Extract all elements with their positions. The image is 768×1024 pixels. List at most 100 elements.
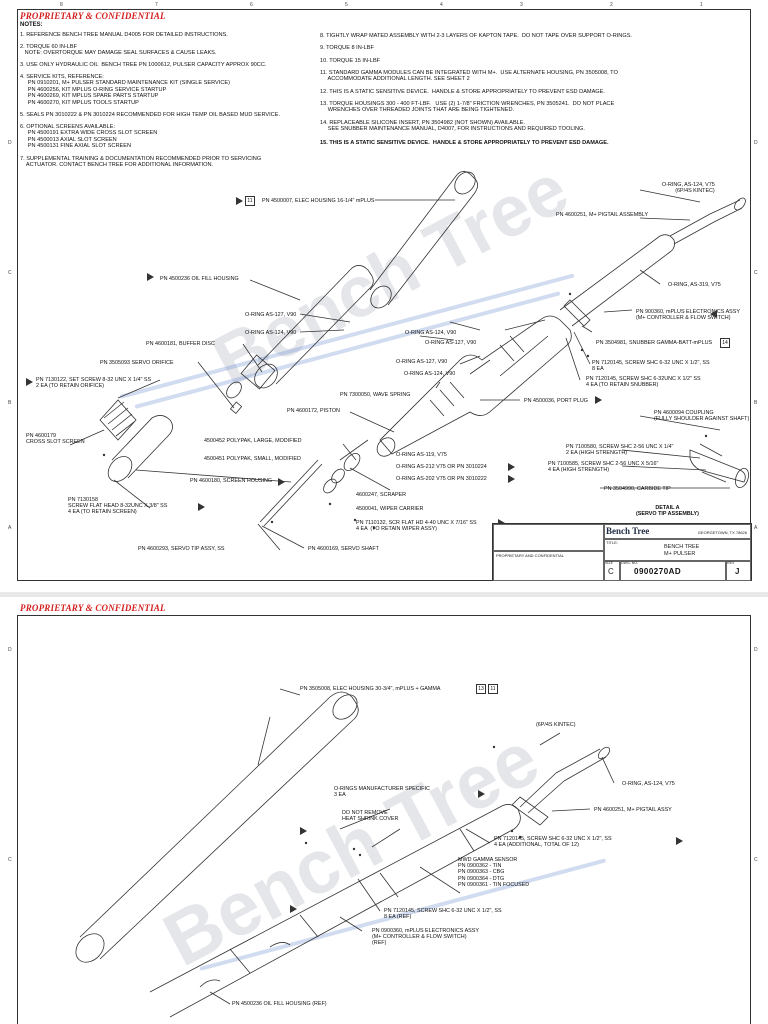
note-flag xyxy=(198,503,205,511)
label-oring-124-v90-b: O-RING AS-124, V90 xyxy=(405,330,457,336)
exploded-assembly-drawing xyxy=(69,171,749,551)
size-value: C xyxy=(608,567,614,576)
note-flag xyxy=(236,197,243,205)
note-ref-box: 11 xyxy=(245,196,255,206)
zone-marker: D xyxy=(754,647,758,653)
label-servo-orifice: PN 3505093 SERVO ORIFICE xyxy=(100,360,174,366)
proprietary-banner: PROPRIETARY & CONFIDENTIAL xyxy=(20,603,166,613)
label-oring-212: O-RING AS-212 V75 OR PN 3010224 xyxy=(396,464,487,470)
note-8: 8. TIGHTLY WRAP MATED ASSEMBLY WITH 2-3 … xyxy=(320,33,632,39)
zone-marker: C xyxy=(8,270,12,276)
note-flag xyxy=(26,378,33,386)
label-snubber: PN 3504981, SNUBBER GAMMA-BATT-mPLUS xyxy=(596,340,713,346)
label-screw-shc-4ea: PN 7120145, SCREW SHC 6-32UNC X 1/2" SS … xyxy=(586,376,701,389)
zone-marker: B xyxy=(754,400,758,406)
sheet-border xyxy=(17,9,751,581)
zone-marker: A xyxy=(754,525,758,531)
zone-marker: D xyxy=(8,647,12,653)
label-oring-127-v90-b: O-RING AS-127, V90 xyxy=(425,340,477,346)
note-flag xyxy=(676,837,683,845)
location-text: GEORGETOWN, TX 78626 xyxy=(697,530,747,535)
bench-tree-logo: Bench Tree xyxy=(606,526,650,536)
zone-marker: D xyxy=(754,140,758,146)
note-15: 15. THIS IS A STATIC SENSITIVE DEVICE. H… xyxy=(320,140,609,146)
notes-title: NOTES: xyxy=(20,22,43,28)
rev-cell: REV J xyxy=(725,560,751,581)
title-block-brand-cell: Bench Tree GEORGETOWN, TX 78626 xyxy=(603,524,751,540)
note-2: 2. TORQUE 60 IN-LBF NOTE: OVERTORQUE MAY… xyxy=(20,44,217,57)
label-oil-fill-ref: PN 4500236 OIL FILL HOUSING (REF) xyxy=(232,1001,327,1007)
note-flag xyxy=(508,463,515,471)
proprietary-label: PROPRIETARY AND CONFIDENTIAL xyxy=(496,553,565,558)
zone-marker: C xyxy=(754,270,758,276)
proprietary-banner: PROPRIETARY & CONFIDENTIAL xyxy=(20,11,166,21)
label-oring-124-v75: O-RING, AS-124, V75 (6P/4S KINTEC) xyxy=(662,182,715,195)
label-detail-a: DETAIL A (SERVO TIP ASSEMBLY) xyxy=(636,505,699,518)
label-carbide-tip: PN 3504990, CARBIDE TIP xyxy=(604,486,671,492)
label-oring-202: O-RING AS-202 V75 OR PN 3010222 xyxy=(396,476,487,482)
label-screw-2-56-b: PN 7100585, SCREW SHC 2-56 UNC X 5/16" 4… xyxy=(548,461,659,474)
label-oil-fill-housing: PN 4500236 OIL FILL HOUSING xyxy=(160,276,239,282)
label-oring-127-v90-c: O-RING AS-127, V90 xyxy=(396,359,448,365)
note-flag xyxy=(595,396,602,404)
size-label: SIZE xyxy=(605,561,613,565)
drawing-sheet-2: PROPRIETARY & CONFIDENTIAL Bench Tree xyxy=(0,597,768,1024)
title-block-title-cell: TITLE: BENCH TREE M+ PULSER xyxy=(603,538,751,562)
label-oring-124-v75: O-RING, AS-124, V75 xyxy=(622,781,675,787)
zone-marker: 7 xyxy=(155,2,158,8)
label-port-plug: PN 4500036, PORT PLUG xyxy=(524,398,588,404)
label-elec-housing-gamma: PN 3505008, ELEC HOUSING 30-3/4", mPLUS … xyxy=(300,686,441,692)
zone-marker: 1 xyxy=(700,2,703,8)
sheet-border xyxy=(17,615,751,1024)
note-9: 9. TORQUE 8 IN-LBF xyxy=(320,45,374,51)
note-flag xyxy=(278,478,285,486)
zone-marker: 2 xyxy=(610,2,613,8)
label-elec-housing: PN 4500007, ELEC HOUSING 16-1/4" mPLUS xyxy=(262,198,375,204)
label-oring-124-v90-c: O-RING AS-124, V90 xyxy=(404,371,456,377)
label-heat-shrink: DO NOT REMOVE HEAT SHRINK COVER xyxy=(342,810,399,823)
zone-marker: C xyxy=(754,857,758,863)
label-coupling: PN 4600094 COUPLING (FULLY SHOULDER AGAI… xyxy=(654,410,750,423)
note-4: 4. SERVICE KITS, REFERENCE: PN 0910201, … xyxy=(20,74,230,106)
label-pigtail-assy: PN 4600251, M+ PIGTAIL ASSY xyxy=(594,807,672,813)
note-flag xyxy=(300,827,307,835)
note-flag xyxy=(478,790,485,798)
note-flag xyxy=(710,310,717,318)
zone-marker: D xyxy=(8,140,12,146)
dwg-no-cell: DWG. NO. 0900270AD xyxy=(619,560,727,581)
label-screen-housing: PN 4600180, SCREEN HOUSING xyxy=(190,478,273,484)
zone-marker: 3 xyxy=(520,2,523,8)
title-line-1: BENCH TREE xyxy=(664,544,700,550)
title-label: TITLE: xyxy=(606,540,619,545)
title-block: PROPRIETARY AND CONFIDENTIAL Bench Tree … xyxy=(492,523,752,581)
note-13: 13. TORQUE HOUSINGS 300 - 400 FT-LBF. US… xyxy=(320,101,615,114)
label-kintec: (6P/4S KINTEC) xyxy=(536,722,576,728)
zone-marker: C xyxy=(8,857,12,863)
note-ref-box: 14 xyxy=(720,338,730,348)
note-ref-box: 13 xyxy=(476,684,486,694)
note-flag xyxy=(508,475,515,483)
drawing-number: 0900270AD xyxy=(634,567,682,576)
note-5: 5. SEALS PN 3010222 & PN 3010224 RECOMME… xyxy=(20,112,280,118)
label-servo-tip: PN 4600293, SERVO TIP ASSY, SS xyxy=(138,546,225,552)
label-pigtail-assembly: PN 4600251, M+ PIGTAIL ASSEMBLY xyxy=(556,212,649,218)
note-6: 6. OPTIONAL SCREENS AVAILABLE: PN 450019… xyxy=(20,124,158,150)
zone-marker: 5 xyxy=(345,2,348,8)
gamma-assembly-drawing xyxy=(75,688,615,1018)
note-3: 3. USE ONLY HYDRAULIC OIL BENCH TREE PN … xyxy=(20,62,267,68)
note-1: 1. REFERENCE BENCH TREE MANUAL D4005 FOR… xyxy=(20,32,228,38)
label-buffer-disc: PN 4600181, BUFFER DISC xyxy=(146,341,215,347)
label-piston: PN 4600172, PISTON xyxy=(287,408,340,414)
label-screw-shc-additional: PN 7120145, SCREW SHC 6-32 UNC X 1/2", S… xyxy=(494,836,612,849)
drawing-sheet-1: PROPRIETARY & CONFIDENTIAL NOTES: 1. REF… xyxy=(0,0,768,592)
note-10: 10. TORQUE 15 IN-LBF xyxy=(320,58,381,64)
title-block-cell xyxy=(493,524,605,552)
zone-marker: 8 xyxy=(60,2,63,8)
title-block-cell: PROPRIETARY AND CONFIDENTIAL xyxy=(493,550,605,581)
note-flag xyxy=(147,273,154,281)
note-14: 14. REPLACEABLE SILICONE INSERT, PN 3504… xyxy=(320,120,585,133)
label-servo-shaft: PN 4600169, SERVO SHAFT xyxy=(308,546,379,552)
label-polypak-large: 4500452 POLYPAK, LARGE, MODIFIED xyxy=(204,438,302,444)
label-oring-127-v90: O-RING AS-127, V90 xyxy=(245,312,297,318)
label-wiper-carrier: 4500041, WIPER CARRIER xyxy=(356,506,424,512)
